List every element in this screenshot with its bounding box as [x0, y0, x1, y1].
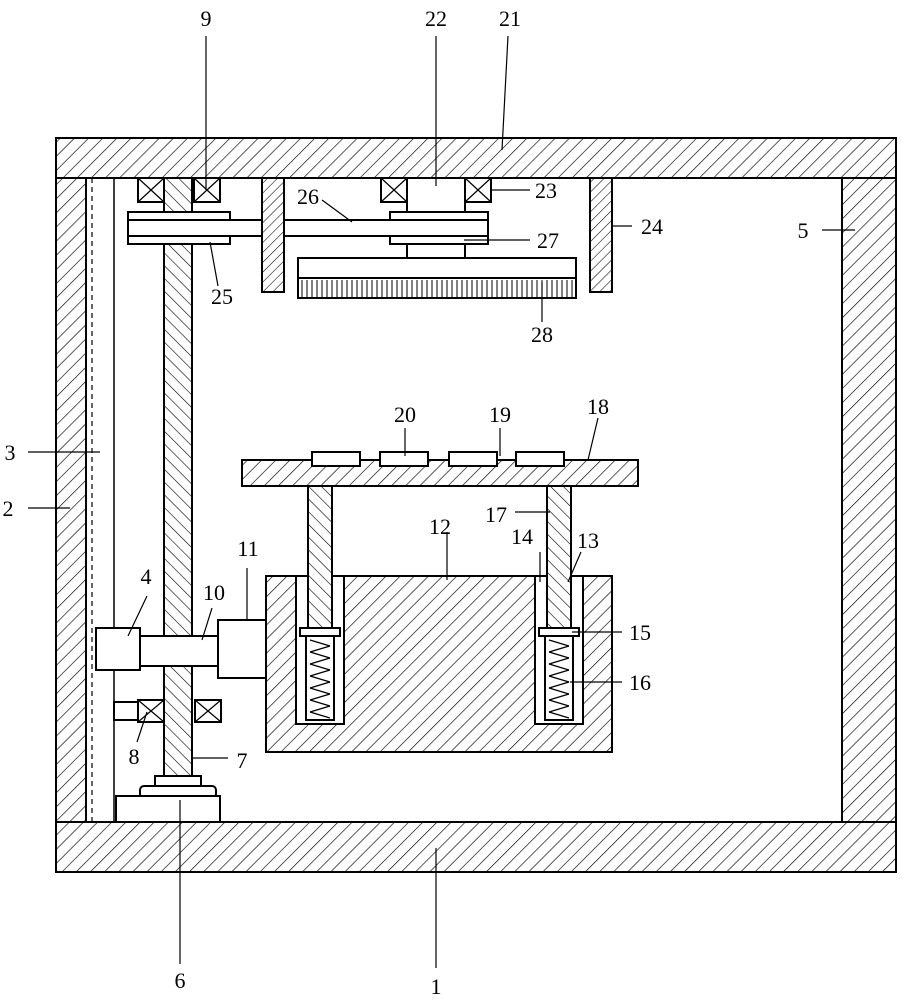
spring-right	[544, 635, 574, 721]
label-23: 23	[535, 178, 557, 203]
label-4: 4	[141, 564, 152, 589]
label-22: 22	[425, 6, 447, 31]
right-wall	[841, 177, 897, 823]
label-24: 24	[641, 214, 663, 239]
label-2: 2	[3, 496, 14, 521]
left-wall	[55, 177, 87, 823]
label-16: 16	[629, 670, 651, 695]
label-6: 6	[175, 968, 186, 993]
label-28: 28	[531, 322, 553, 347]
support-rod-right	[546, 485, 572, 629]
spring-left	[305, 635, 335, 721]
label-20: 20	[394, 402, 416, 427]
cleaning-brush	[297, 257, 577, 299]
base-plate	[55, 821, 897, 873]
tray-plate	[241, 459, 639, 487]
baffle-left	[261, 177, 285, 293]
label-19: 19	[489, 402, 511, 427]
label-15: 15	[629, 620, 651, 645]
label-12: 12	[429, 514, 451, 539]
baffle-right	[589, 177, 613, 293]
piston-left	[299, 627, 341, 637]
label-3: 3	[5, 440, 16, 465]
leader-lines	[28, 35, 855, 968]
label-13: 13	[577, 528, 599, 553]
drive-belt	[127, 219, 489, 237]
brush-shaft-lower	[406, 243, 466, 259]
workpiece-holders	[311, 451, 565, 467]
label-5: 5	[798, 218, 809, 243]
label-14: 14	[511, 524, 533, 549]
label-8: 8	[129, 744, 140, 769]
upper-bearings	[137, 177, 221, 203]
label-27: 27	[537, 228, 559, 253]
slider-block	[95, 627, 141, 671]
connector-block	[217, 619, 267, 679]
vertical-screw-shaft	[163, 177, 193, 785]
label-17: 17	[485, 502, 507, 527]
label-18: 18	[587, 394, 609, 419]
label-7: 7	[237, 748, 248, 773]
label-25: 25	[211, 284, 233, 309]
label-26: 26	[297, 184, 319, 209]
lower-bearings	[113, 699, 222, 723]
label-9: 9	[201, 6, 212, 31]
label-1: 1	[431, 974, 442, 999]
label-21: 21	[499, 6, 521, 31]
support-rod-left	[307, 485, 333, 629]
top-plate	[55, 137, 897, 179]
guide-rail	[91, 178, 115, 822]
label-10: 10	[203, 580, 225, 605]
horizontal-arm	[139, 635, 219, 667]
label-11: 11	[237, 536, 258, 561]
bottom-motor	[115, 775, 221, 823]
